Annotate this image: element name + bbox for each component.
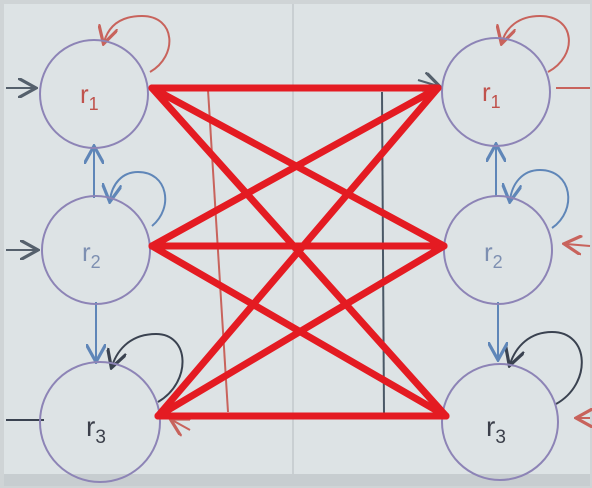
node-label-sub: 3 [495,427,506,448]
left-graph: r1 r2 r3 [6,14,190,483]
overlay-edge-r2-r1 [148,84,442,250]
node-label: r1 [482,77,501,112]
pen-line-red [207,89,229,413]
left-r2-self-loop [110,170,167,227]
left-node-r3: r3 [39,361,161,483]
node-label-base: r [80,79,89,109]
pen-line-dark [381,91,385,415]
node-label-base: r [486,411,495,442]
left-r1-self-loop [104,14,171,73]
right-r2-incoming-arrow [566,244,591,246]
node-circle [39,361,161,483]
overlay-connections [148,84,450,420]
node-label: r3 [86,411,106,448]
node-label-sub: 1 [89,94,99,114]
right-r3-self-loop [510,330,583,405]
node-label: r1 [80,79,99,114]
overlay-edge-r3-r2 [154,242,448,420]
overlay-edge-r3-r1 [154,84,442,420]
node-label-base: r [482,77,491,107]
node-circle [39,39,149,149]
left-r3-incoming-arrow [172,420,190,430]
node-label: r3 [486,411,506,448]
left-node-r2: r2 [41,195,151,305]
node-label: r2 [82,237,101,272]
right-node-r3: r3 [441,363,559,481]
node-label-sub: 3 [95,427,106,448]
right-r2-self-loop [510,168,570,229]
node-label-base: r [82,237,91,267]
node-label: r2 [484,237,503,272]
node-label-base: r [86,411,95,442]
node-label-sub: 2 [493,252,503,272]
node-label-sub: 2 [91,252,101,272]
left-r3-self-loop [112,332,184,403]
left-node-r1: r1 [39,39,149,149]
node-circle [441,363,559,481]
node-label-sub: 1 [491,92,501,112]
right-node-r1: r1 [441,37,551,147]
node-circle [41,195,151,305]
paper-bottom-shadow [4,474,590,486]
node-circle [441,37,551,147]
node-label-base: r [484,237,493,267]
right-r1-self-loop [502,14,570,73]
